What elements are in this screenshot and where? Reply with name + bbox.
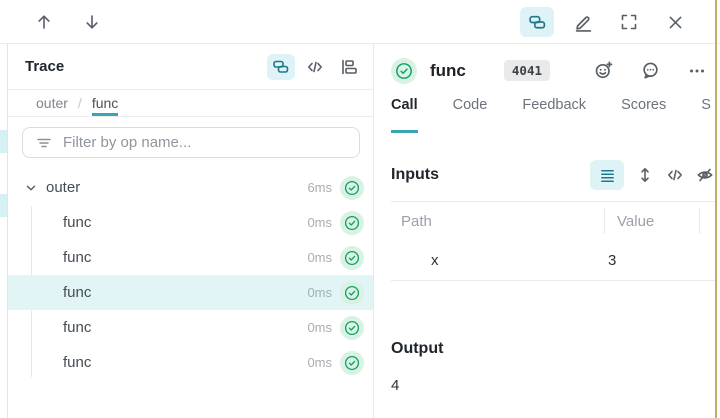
tree-row-label: func xyxy=(63,249,92,266)
breadcrumb-separator: / xyxy=(77,95,82,111)
success-status-icon xyxy=(340,280,364,305)
background-page-edge xyxy=(0,44,8,418)
call-detail-panel: func 4041 xyxy=(374,44,720,418)
output-section-title: Output xyxy=(391,340,444,357)
detail-tabs: Call Code Feedback Scores S xyxy=(374,97,711,133)
chevron-down-icon[interactable] xyxy=(24,181,38,195)
column-header-value[interactable]: Value xyxy=(604,208,699,234)
inputs-table-header: Path Value xyxy=(391,202,715,240)
prev-call-button[interactable] xyxy=(30,9,58,35)
tree-row-label: func xyxy=(63,319,92,336)
fullscreen-button[interactable] xyxy=(612,7,646,37)
hide-icon[interactable] xyxy=(696,166,714,184)
tab-feedback[interactable]: Feedback xyxy=(522,97,587,113)
add-reaction-icon[interactable] xyxy=(594,61,613,80)
more-options-icon[interactable] xyxy=(688,62,706,80)
trace-tree: outer 6ms func 0ms func 0ms xyxy=(8,170,373,418)
call-title: func xyxy=(430,60,466,80)
tree-row-func[interactable]: func 0ms xyxy=(8,345,373,380)
breadcrumb: outer / func xyxy=(8,90,373,117)
trace-tree-icon xyxy=(272,58,290,76)
tree-row-duration: 0ms xyxy=(307,250,332,265)
edit-button[interactable] xyxy=(566,7,600,37)
expand-vertical-icon[interactable] xyxy=(636,166,654,184)
success-status-icon xyxy=(340,245,364,270)
tree-row-func[interactable]: func 0ms xyxy=(8,240,373,275)
input-value-cell: 3 xyxy=(608,251,617,269)
background-selected-row-peek xyxy=(0,194,7,217)
tree-row-label: func xyxy=(63,284,92,301)
success-status-icon xyxy=(340,175,364,200)
window-edge-highlight xyxy=(715,0,717,418)
list-view-button[interactable] xyxy=(590,160,624,190)
tree-row-duration: 0ms xyxy=(307,285,332,300)
tree-row-outer[interactable]: outer 6ms xyxy=(8,170,373,205)
list-view-icon xyxy=(599,167,616,184)
call-id-badge[interactable]: 4041 xyxy=(503,60,550,81)
tree-row-duration: 0ms xyxy=(307,215,332,230)
flame-graph-icon xyxy=(340,58,358,76)
success-status-icon xyxy=(340,315,364,340)
tree-row-func[interactable]: func 0ms xyxy=(8,205,373,240)
tab-scores[interactable]: Scores xyxy=(621,97,667,113)
breadcrumb-item-outer[interactable]: outer xyxy=(36,95,68,111)
tree-row-duration: 6ms xyxy=(307,180,332,195)
flame-graph-view-button[interactable] xyxy=(335,54,363,80)
inputs-table: Path Value x 3 xyxy=(391,201,715,281)
tree-row-func-selected[interactable]: func 0ms xyxy=(8,275,373,310)
output-value: 4 xyxy=(391,377,400,394)
edit-icon xyxy=(574,13,593,32)
close-icon xyxy=(667,14,684,31)
op-filter-input[interactable] xyxy=(63,134,349,151)
tree-view-button[interactable] xyxy=(267,53,295,80)
breadcrumb-item-func[interactable]: func xyxy=(91,95,119,116)
input-path-cell: x xyxy=(431,251,439,269)
next-call-button[interactable] xyxy=(78,9,106,35)
trace-view-toggle-button[interactable] xyxy=(520,7,554,37)
tree-row-label: func xyxy=(63,354,92,371)
inputs-table-row[interactable]: x 3 xyxy=(391,240,715,280)
success-status-icon xyxy=(391,57,417,84)
close-panel-button[interactable] xyxy=(658,7,692,37)
success-status-icon xyxy=(340,210,364,235)
filter-icon xyxy=(36,135,52,151)
column-header-extra xyxy=(699,208,715,234)
trace-tree-icon xyxy=(528,13,547,32)
code-icon xyxy=(306,58,324,76)
trace-panel: Trace xyxy=(8,44,374,418)
success-status-icon xyxy=(340,350,364,375)
tree-row-func[interactable]: func 0ms xyxy=(8,310,373,345)
arrow-up-icon xyxy=(35,13,53,31)
code-view-icon[interactable] xyxy=(666,166,684,184)
comment-icon[interactable] xyxy=(641,61,660,80)
tab-summary-truncated[interactable]: S xyxy=(701,97,711,113)
op-filter-field[interactable] xyxy=(22,127,360,158)
trace-panel-title: Trace xyxy=(25,58,65,75)
tab-call[interactable]: Call xyxy=(391,97,418,133)
fullscreen-icon xyxy=(620,13,638,31)
inputs-section-title: Inputs xyxy=(391,166,439,183)
background-selected-row-peek xyxy=(0,130,7,153)
tree-row-duration: 0ms xyxy=(307,355,332,370)
arrow-down-icon xyxy=(83,13,101,31)
tab-code[interactable]: Code xyxy=(452,97,488,113)
code-view-button[interactable] xyxy=(301,54,329,80)
tree-row-label: func xyxy=(63,214,92,231)
column-header-path[interactable]: Path xyxy=(401,212,432,230)
top-toolbar xyxy=(0,0,720,44)
tree-row-duration: 0ms xyxy=(307,320,332,335)
tree-row-label: outer xyxy=(46,179,81,196)
